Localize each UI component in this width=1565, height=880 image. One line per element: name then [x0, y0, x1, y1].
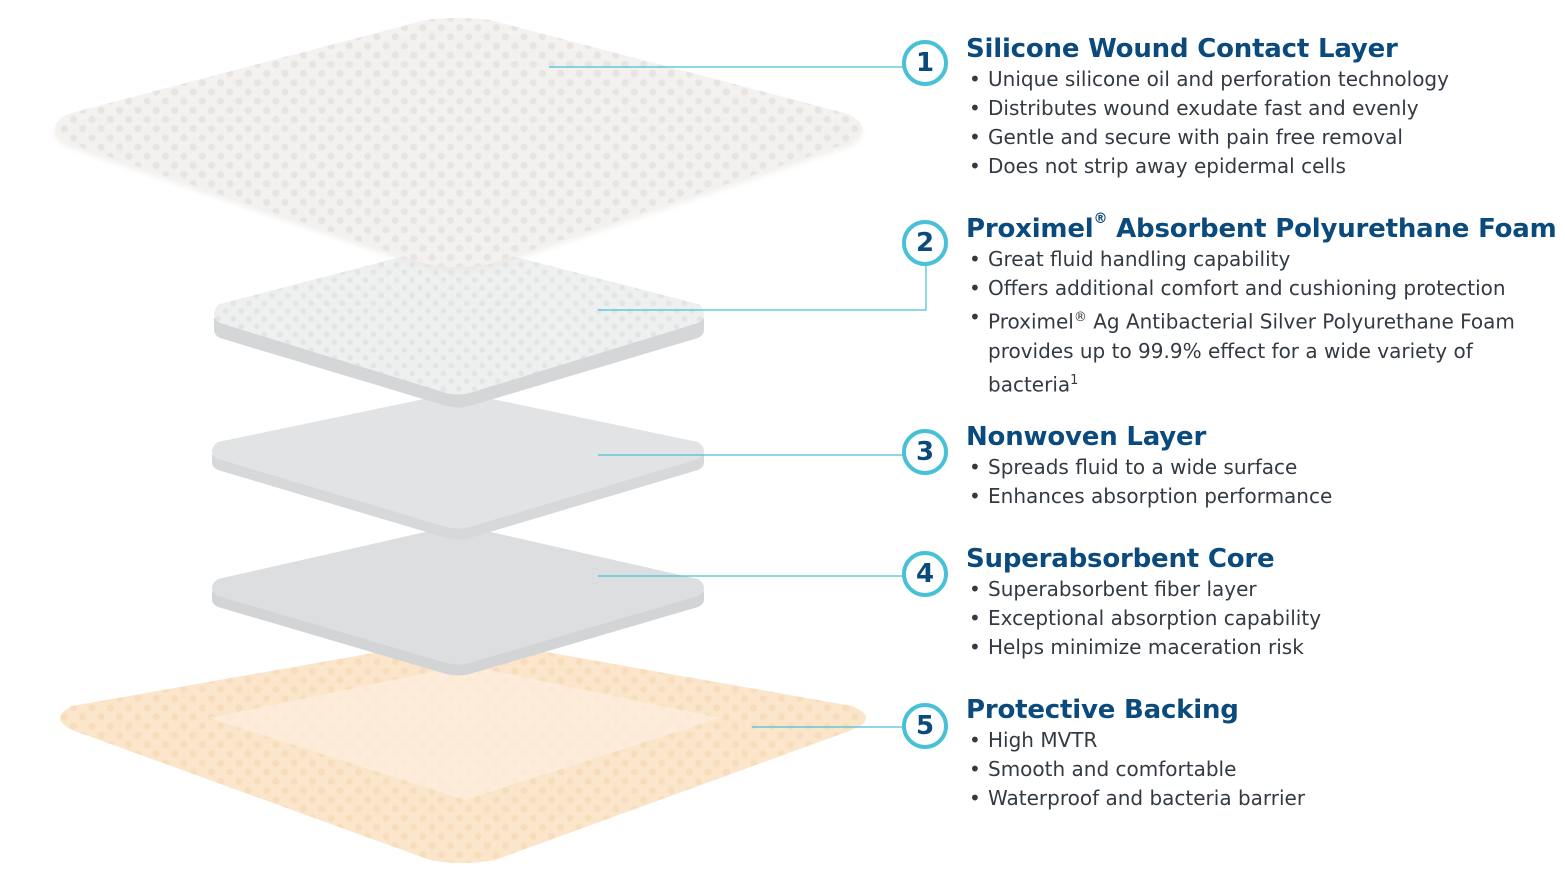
layer-2-bullet-2: Offers additional comfort and cushioning…	[966, 274, 1556, 303]
layer-2-bullet-3: Proximel® Ag Antibacterial Silver Polyur…	[966, 303, 1556, 399]
nonwoven-layer	[212, 392, 704, 540]
layer-2-bullet-3-line-3: bacteria	[988, 372, 1071, 397]
layer-2-title: Proximel® Absorbent Polyurethane Foam	[966, 211, 1557, 245]
layer-2-bullet-3-registered-mark: ®	[1073, 310, 1087, 325]
superabsorbent-core-layer	[212, 525, 704, 676]
layer-2-title-registered-mark: ®	[1093, 211, 1108, 228]
layer-5-number-badge: 5	[902, 703, 948, 749]
layer-2-title-rest: Absorbent Polyurethane Foam	[1107, 214, 1557, 244]
layer-2-bullet-3-line-1: Ag Antibacterial Silver Polyurethane Foa…	[1086, 309, 1515, 334]
layer-1-bullet-4: Does not strip away epidermal cells	[966, 152, 1556, 181]
layer-3-bullet-1: Spreads fluid to a wide surface	[966, 453, 1556, 482]
layer-4-bullet-1: Superabsorbent fiber layer	[966, 575, 1556, 604]
layer-2-bullet-1: Great fluid handling capability	[966, 245, 1556, 274]
layer-5-bullet-2: Smooth and comfortable	[966, 755, 1556, 784]
layer-2-bullet-3-footnote: 1	[1070, 372, 1079, 388]
layer-3-description: Nonwoven Layer Spreads fluid to a wide s…	[966, 422, 1556, 511]
layer-1-bullet-3: Gentle and secure with pain free removal	[966, 123, 1556, 152]
nonwoven-fill	[212, 392, 704, 529]
backing-pad-area	[210, 665, 720, 800]
layer-1-number-badge: 1	[902, 40, 948, 86]
layer-1-bullet-1: Unique silicone oil and perforation tech…	[966, 65, 1556, 94]
layer-1-description: Silicone Wound Contact Layer Unique sili…	[966, 34, 1556, 181]
layer-4-number-badge: 4	[902, 551, 948, 597]
layer-2-description: Proximel® Absorbent Polyurethane Foam Gr…	[966, 211, 1557, 399]
layer-3-number-badge: 3	[902, 429, 948, 475]
foam-dots	[214, 243, 704, 395]
layer-2-bullet-3-brand: Proximel	[988, 309, 1074, 334]
layer-3-bullet-2: Enhances absorption performance	[966, 482, 1556, 511]
layer-4-bullet-3: Helps minimize maceration risk	[966, 633, 1556, 662]
layer-4-description: Superabsorbent Core Superabsorbent fiber…	[966, 544, 1556, 662]
silicone-perforations	[55, 18, 862, 267]
layer-2-number-badge: 2	[902, 220, 948, 266]
layer-4-bullet-2: Exceptional absorption capability	[966, 604, 1556, 633]
layer-2-bullet-3-line-2: provides up to 99.9% effect for a wide v…	[988, 338, 1473, 363]
protective-backing-layer	[60, 641, 866, 863]
layer-2-title-brand: Proximel	[966, 214, 1094, 244]
layer-5-bullet-3: Waterproof and bacteria barrier	[966, 784, 1556, 813]
layer-5-bullet-1: High MVTR	[966, 726, 1556, 755]
layer-2-bullets: Great fluid handling capability Offers a…	[966, 245, 1556, 399]
layer-1-title: Silicone Wound Contact Layer	[966, 34, 1398, 64]
foam-layer	[214, 243, 704, 408]
layer-3-bullets: Spreads fluid to a wide surface Enhances…	[966, 453, 1556, 511]
layer-1-bullet-2: Distributes wound exudate fast and evenl…	[966, 94, 1556, 123]
layer-5-description: Protective Backing High MVTR Smooth and …	[966, 695, 1556, 813]
leader-lines	[549, 66, 927, 728]
layer-4-title: Superabsorbent Core	[966, 544, 1275, 574]
layer-5-bullets: High MVTR Smooth and comfortable Waterpr…	[966, 726, 1556, 813]
silicone-contact-layer	[55, 18, 862, 271]
layer-1-bullets: Unique silicone oil and perforation tech…	[966, 65, 1556, 181]
layer-5-title: Protective Backing	[966, 695, 1239, 725]
layer-4-bullets: Superabsorbent fiber layer Exceptional a…	[966, 575, 1556, 662]
leader-line-2	[598, 266, 927, 311]
core-fill	[212, 525, 704, 665]
layer-3-title: Nonwoven Layer	[966, 422, 1207, 452]
